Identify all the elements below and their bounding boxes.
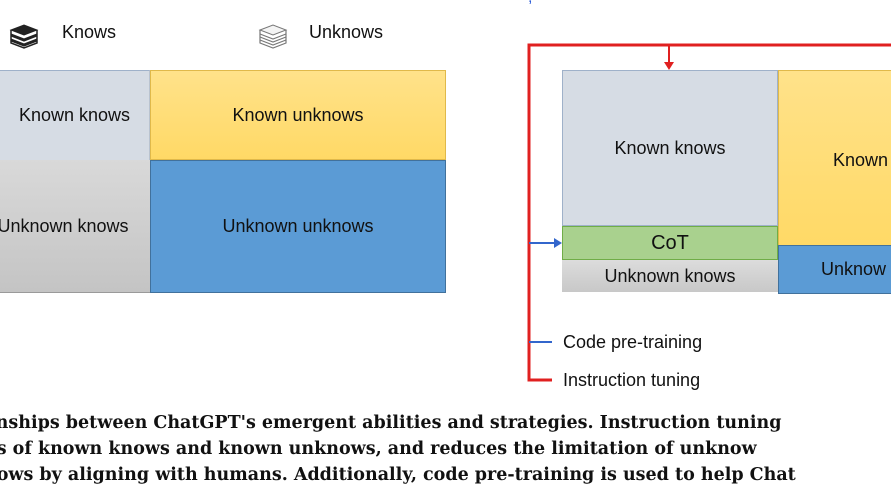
known-knows-block: Known knows [562, 70, 778, 226]
unknown-partial-label: Unknow [821, 259, 887, 279]
cot-label: CoT [651, 231, 689, 254]
unknown-unknows-label: Unknown unknows [222, 216, 374, 236]
unknown-knows-label: Unknown knows [0, 215, 129, 236]
unknown-unknows-cell: Unknown unknows [150, 160, 446, 293]
caption-line-2: ns of known knows and known unknows, and… [0, 439, 757, 459]
known-knows-label: Known knows [18, 105, 131, 125]
caption-line-3: nows by aligning with humans. Additional… [0, 465, 796, 485]
legend-knows-label: Knows [62, 22, 117, 42]
code-pretraining-label: Code pre-training [563, 332, 703, 352]
stacked-books-dark-icon [9, 24, 39, 49]
known-knows-cell: Known knows [0, 70, 150, 160]
figure-caption: onships between ChatGPT's emergent abili… [0, 410, 891, 488]
instruction-tuning-connector [527, 43, 891, 382]
instruction-tuning-label: Instruction tuning [563, 370, 701, 390]
known-unknows-cell: Known unknows [150, 70, 446, 160]
known-partial-label: Known [833, 150, 889, 170]
unknown-knows-block-label: Unknown knows [604, 265, 736, 286]
legend: Knows Unknows [0, 14, 420, 54]
left-matrix: Known knows Known unknows Unknown knows … [0, 70, 446, 293]
cot-block: CoT [562, 226, 778, 260]
known-unknows-label: Known unknows [232, 104, 364, 125]
legend-unknows-label: Unknows [309, 22, 384, 42]
unknown-knows-cell: Unknown knows [0, 160, 150, 293]
unknown-knows-block: Unknown knows [562, 260, 778, 292]
unknown-unknows-block: Unknow [778, 245, 891, 294]
known-unknows-block: Known [778, 70, 891, 247]
known-knows-block-label: Known knows [614, 137, 726, 158]
stacked-books-light-icon [258, 24, 288, 49]
right-diagram: Known knows CoT Unknown knows Known Unkn… [520, 40, 891, 400]
top-cropped-mark: , [528, 0, 542, 6]
caption-line-1: onships between ChatGPT's emergent abili… [0, 413, 782, 433]
